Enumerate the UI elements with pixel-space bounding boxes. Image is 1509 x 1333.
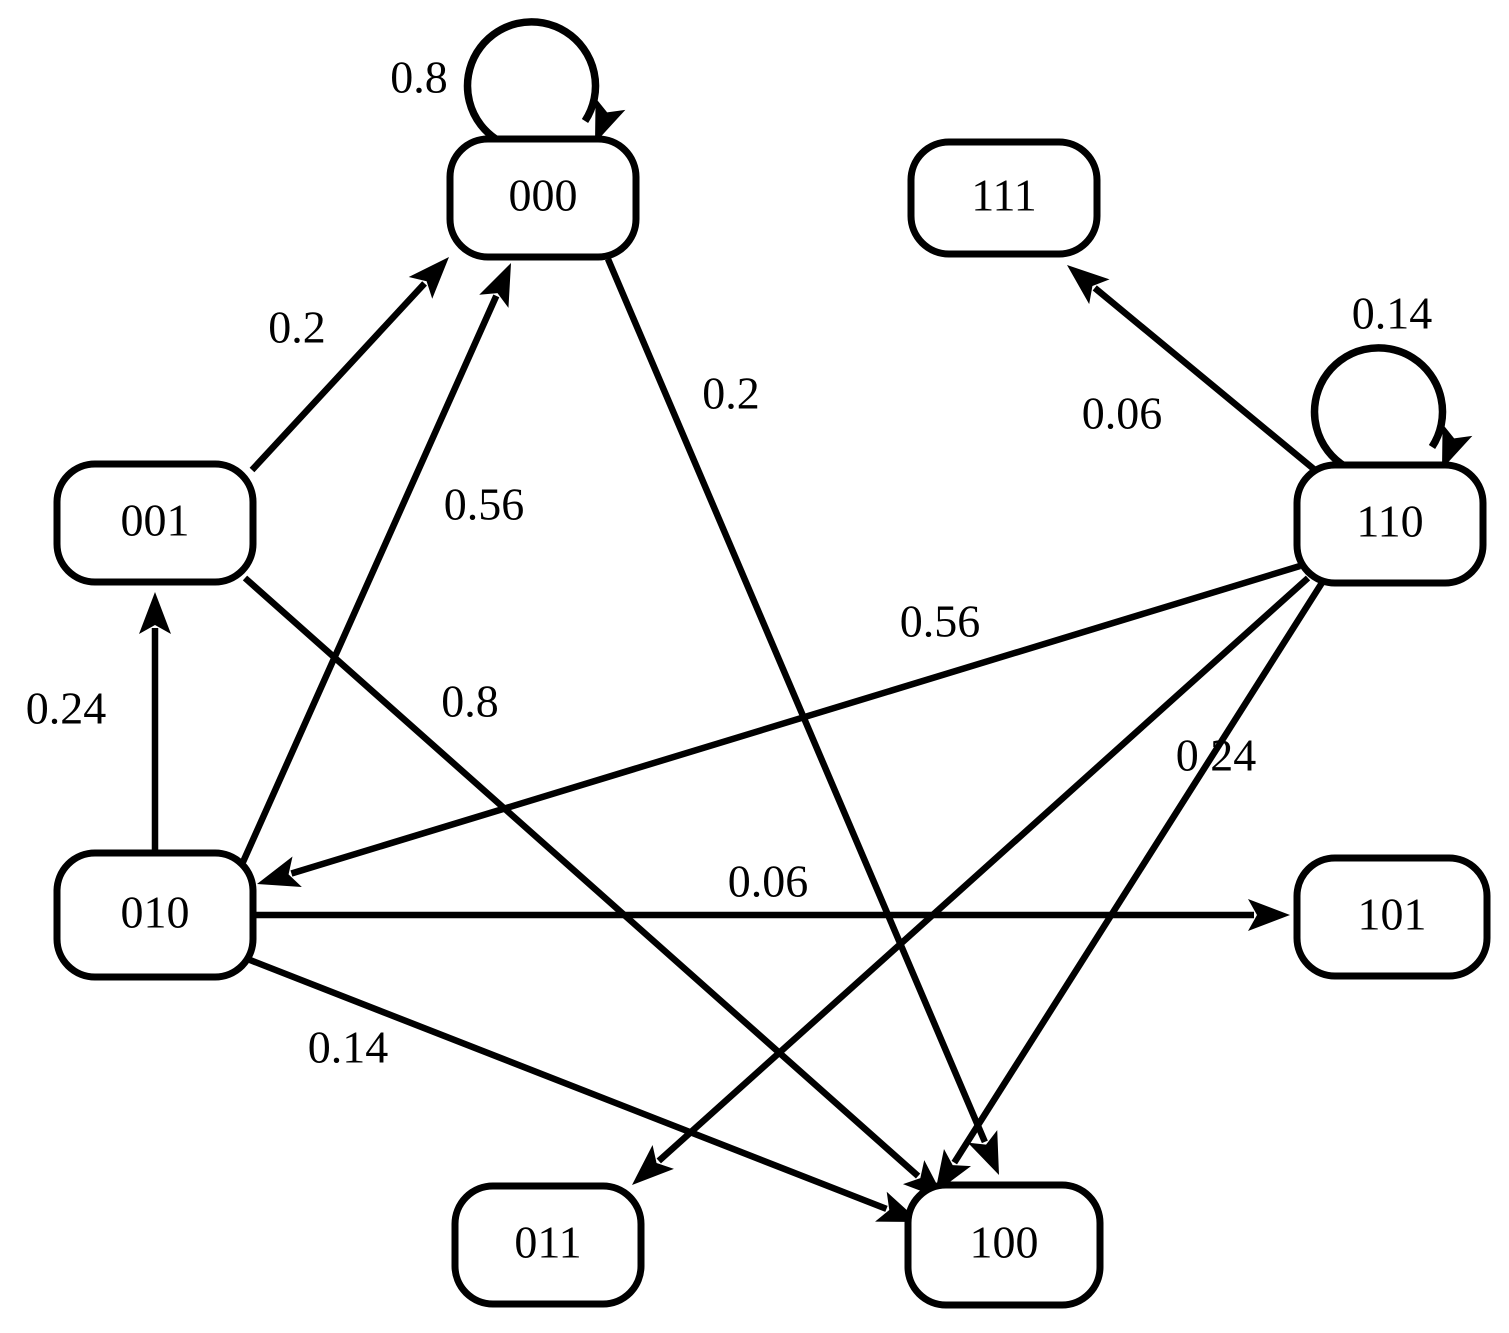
arrowhead-icon [479, 263, 511, 308]
node-label: 111 [971, 170, 1037, 221]
edge-line [240, 294, 500, 864]
edge-weight-label-110-110: 0.14 [1352, 288, 1433, 339]
edge-110-to-011 [632, 575, 1311, 1185]
node-label: 101 [1358, 889, 1427, 940]
node-label: 001 [121, 495, 190, 546]
edge-010-to-101 [256, 899, 1290, 931]
node-label: 110 [1356, 496, 1423, 547]
self-loop-arc [1310, 344, 1447, 471]
node-label: 011 [514, 1217, 581, 1268]
state-node-000[interactable]: 000 [446, 135, 640, 261]
edge-line [656, 575, 1311, 1164]
self-loop-000 [463, 18, 626, 145]
edge-line [249, 281, 427, 473]
edge-weight-label-010-001: 0.24 [26, 683, 107, 734]
node-shape[interactable] [907, 138, 1101, 258]
arrowhead-icon [632, 1145, 674, 1185]
self-loops-layer [463, 18, 1473, 471]
arrowhead-icon [408, 257, 449, 299]
arrowhead-icon [1442, 424, 1473, 469]
node-label: 100 [970, 1217, 1039, 1268]
node-shape[interactable] [53, 849, 257, 981]
node-shape[interactable] [1293, 854, 1491, 980]
arrowhead-icon [595, 98, 626, 143]
edge-weight-label-010-101: 0.06 [728, 856, 809, 907]
node-label: 010 [121, 887, 190, 938]
edge-010-to-000 [240, 263, 511, 864]
edge-line [242, 575, 921, 1179]
arrowhead-icon [257, 856, 302, 888]
edge-000-to-100 [605, 257, 999, 1175]
edge-weight-label-110-111: 0.06 [1082, 388, 1163, 439]
edge-weight-label-001-000: 0.2 [268, 302, 326, 353]
arrowhead-icon [967, 1130, 999, 1175]
edge-line [605, 257, 988, 1144]
edge-001-to-000 [249, 257, 449, 473]
edge-weight-label-110-010: 0.56 [900, 596, 981, 647]
state-node-100[interactable]: 100 [904, 1181, 1104, 1309]
edge-line [248, 956, 888, 1212]
state-node-011[interactable]: 011 [451, 1182, 645, 1308]
edge-line [1092, 285, 1324, 478]
edge-weight-label-110-100: 0.24 [1176, 730, 1257, 781]
edge-weight-label-010-100: 0.14 [308, 1022, 389, 1073]
edge-110-to-010 [257, 562, 1301, 888]
node-shape[interactable] [1293, 461, 1487, 587]
edges-layer [139, 257, 1328, 1222]
state-node-101[interactable]: 101 [1293, 854, 1491, 980]
state-node-110[interactable]: 110 [1293, 461, 1487, 587]
state-node-010[interactable]: 010 [53, 849, 257, 981]
node-shape[interactable] [446, 135, 640, 261]
edge-labels-layer: 0.8 0.14 0.2 0.56 0.2 0.06 0.56 0.24 0.24 0.8 0.06… [26, 52, 1433, 1073]
node-shape[interactable] [53, 460, 257, 586]
nodes-layer: 000 111 110 001 010 101 011 100 [53, 135, 1491, 1309]
arrowhead-icon [1248, 899, 1290, 931]
edge-110-to-111 [1067, 265, 1324, 478]
state-node-111[interactable]: 111 [907, 138, 1101, 258]
edge-110-to-100 [935, 576, 1328, 1193]
arrowhead-icon [1067, 265, 1110, 305]
edge-weight-label-010-000: 0.56 [444, 479, 525, 530]
arrowhead-icon [139, 592, 171, 634]
edge-weight-label-000-000: 0.8 [390, 52, 448, 103]
node-shape[interactable] [451, 1182, 645, 1308]
state-node-001[interactable]: 001 [53, 460, 257, 586]
self-loop-arc [463, 18, 600, 145]
edge-weight-label-000-100: 0.2 [702, 368, 760, 419]
edge-weight-label-001-100: 0.8 [441, 676, 499, 727]
self-loop-110 [1310, 344, 1473, 471]
node-shape[interactable] [904, 1181, 1104, 1309]
node-label: 000 [509, 170, 578, 221]
edge-line [290, 562, 1301, 877]
edge-line [951, 576, 1328, 1165]
edge-010-to-001 [139, 592, 171, 858]
edge-001-to-100 [242, 575, 945, 1200]
